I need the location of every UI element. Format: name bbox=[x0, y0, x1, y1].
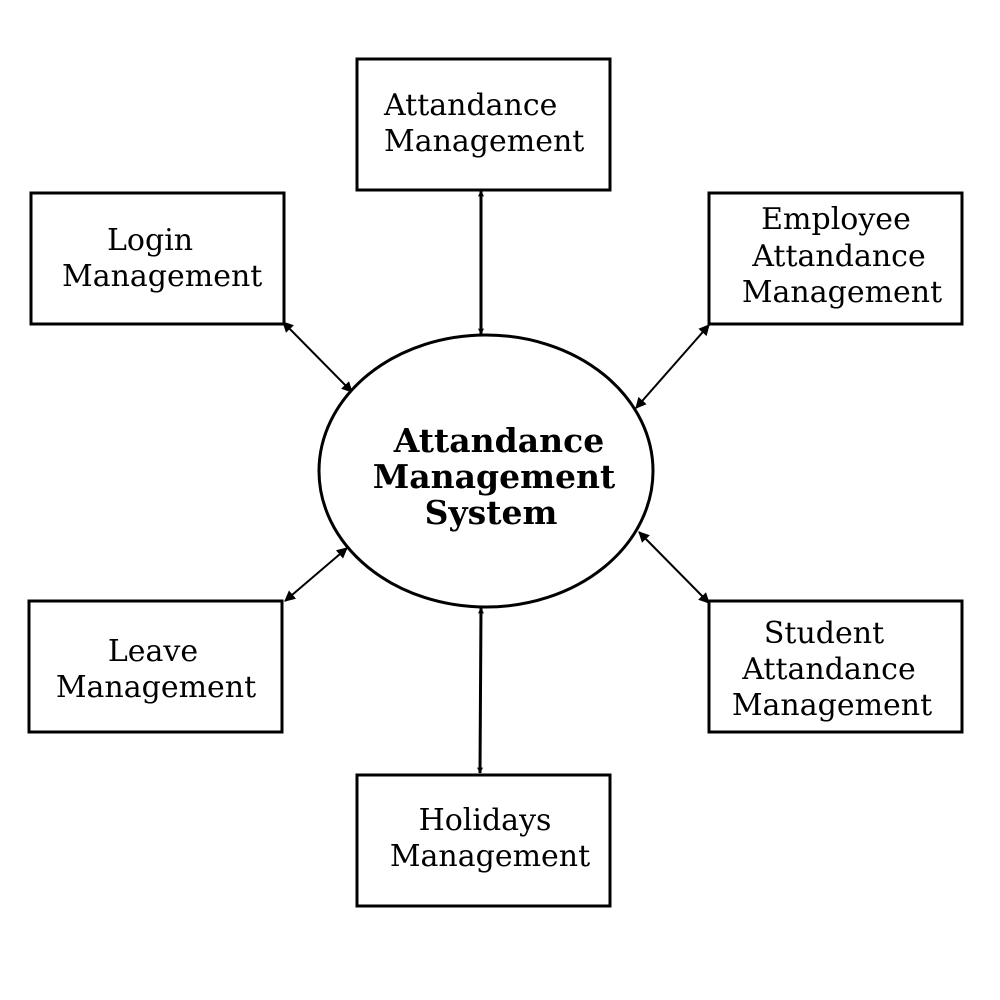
node-leave-line-1: Leave bbox=[108, 634, 198, 669]
connector-student bbox=[638, 531, 710, 604]
node-attendance-management: Attandance Management bbox=[355, 57, 612, 192]
node-login-line-1: Login bbox=[107, 223, 193, 258]
connector-employee bbox=[635, 324, 710, 409]
connector-login bbox=[282, 321, 353, 393]
node-holidays-management: Holidays Management bbox=[355, 773, 612, 908]
node-attendance-line-2: Management bbox=[384, 124, 584, 159]
center-line-2: Management bbox=[373, 457, 616, 496]
node-employee-attendance-management: Employee Attandance Management bbox=[707, 191, 964, 326]
node-student-line-3: Management bbox=[732, 688, 932, 723]
node-leave-management: Leave Management bbox=[27, 599, 284, 734]
node-employee-line-2: Attandance bbox=[751, 239, 925, 274]
node-login-line-2: Management bbox=[62, 259, 262, 294]
node-holidays-line-1: Holidays bbox=[419, 803, 552, 838]
center-node: Attandance Management System bbox=[317, 333, 655, 609]
node-student-attendance-management: Student Attandance Management bbox=[707, 599, 964, 734]
connector-leave bbox=[284, 547, 348, 602]
node-student-line-2: Attandance bbox=[741, 652, 915, 687]
node-student-line-1: Student bbox=[764, 616, 884, 651]
center-line-3: System bbox=[425, 493, 558, 532]
node-leave-line-2: Management bbox=[56, 670, 256, 705]
node-login-management: Login Management bbox=[29, 191, 286, 326]
center-line-1: Attandance bbox=[393, 421, 604, 460]
connector-holidays bbox=[477, 607, 484, 774]
node-attendance-line-1: Attandance bbox=[383, 88, 557, 123]
node-employee-line-3: Management bbox=[742, 275, 942, 310]
node-employee-line-1: Employee bbox=[761, 202, 911, 237]
node-holidays-line-2: Management bbox=[390, 839, 590, 874]
